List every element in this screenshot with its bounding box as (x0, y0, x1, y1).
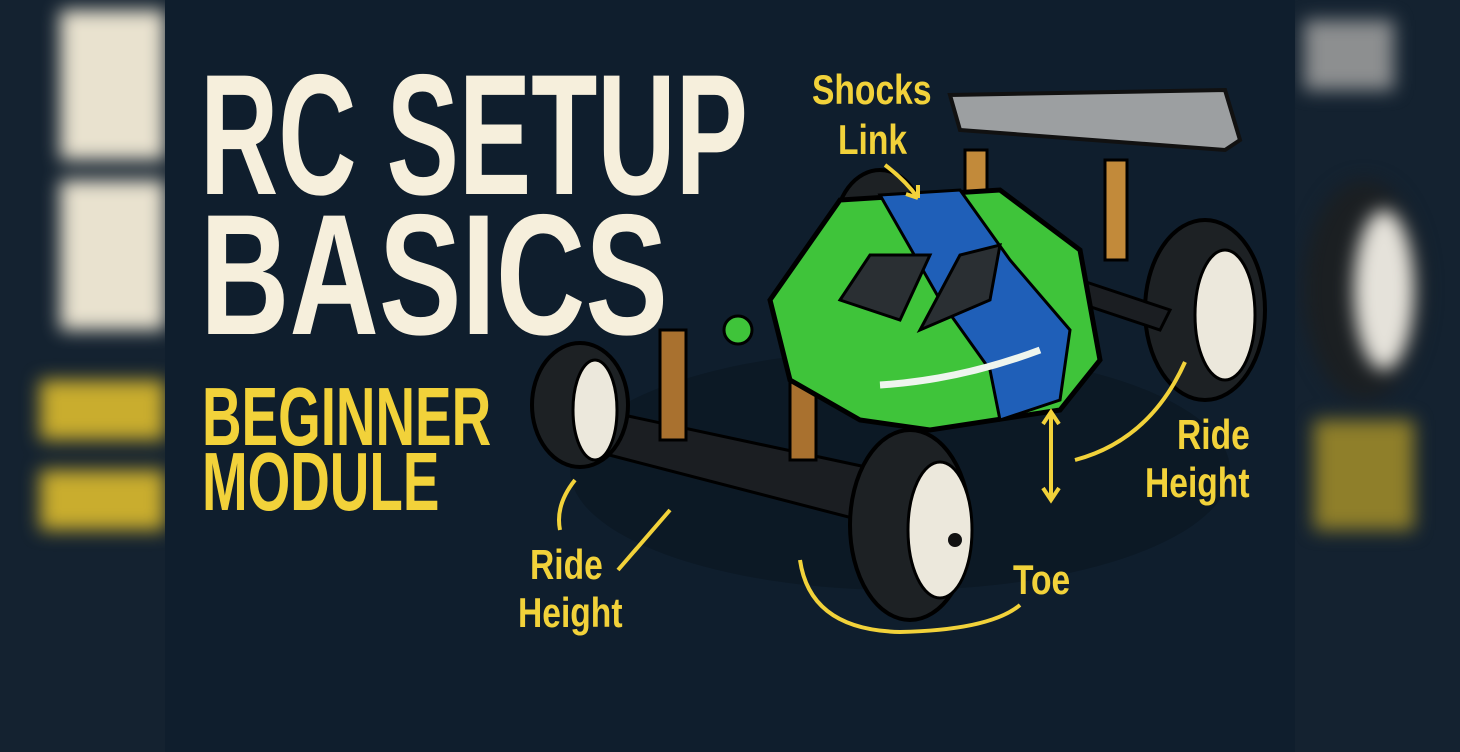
blurred-title-echo (40, 10, 165, 530)
rear-wing (947, 87, 1243, 153)
subtitle-line-2: MODULE (202, 435, 440, 528)
thumbnail-canvas: RC SETUP BASICS BEGINNER MODULE Shocks L… (165, 0, 1295, 752)
callout-ride-height-right-1: Ride (1177, 411, 1250, 458)
callout-ride-height-right-2: Height (1145, 459, 1250, 506)
arrow-shocks (883, 163, 920, 200)
blurred-car-echo (1304, 20, 1424, 530)
arrow-ride-height-right (1074, 361, 1187, 462)
front-right-wheel (848, 428, 974, 622)
blurred-left-panel (0, 0, 165, 752)
subtitle-line-1: BEGINNER (202, 370, 492, 463)
blurred-right-panel (1294, 0, 1460, 752)
arrow-ride-height-left (557, 478, 672, 572)
callout-ride-height-left-2: Height (518, 589, 623, 636)
title-line-1: RC SETUP (200, 39, 748, 231)
callout-toe: Toe (1013, 556, 1071, 603)
arrow-toe (798, 559, 1022, 635)
rear-right-wheel (1143, 218, 1267, 402)
thumbnail-graphic (530, 87, 1267, 635)
callout-link: Link (838, 116, 908, 163)
front-left-wheel (530, 341, 630, 469)
title-line-2: BASICS (200, 179, 668, 371)
callout-ride-height-left-1: Ride (530, 541, 603, 588)
callout-shocks: Shocks (812, 66, 932, 113)
rc-buggy-illustration (530, 87, 1267, 622)
